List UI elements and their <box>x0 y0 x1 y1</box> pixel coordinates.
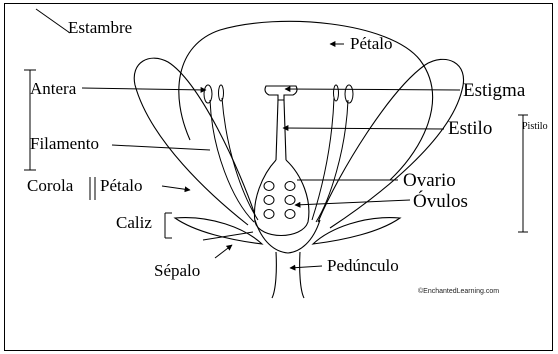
label-petalo-corola: Pétalo <box>100 176 143 195</box>
label-estambre: Estambre <box>68 18 132 37</box>
left-sepal <box>175 218 262 244</box>
label-pedunculo: Pedúnculo <box>327 256 399 275</box>
credit-text: ©EnchantedLearning.com <box>418 287 499 295</box>
receptacle <box>255 220 320 253</box>
left-petal <box>134 58 255 225</box>
ovules <box>264 182 295 219</box>
stigma <box>265 86 297 100</box>
label-antera: Antera <box>30 79 77 98</box>
label-caliz: Caliz <box>116 213 152 232</box>
style <box>276 100 278 160</box>
label-pistilo: Pistilo <box>522 121 548 132</box>
stem <box>272 252 276 298</box>
label-petalo-top: Pétalo <box>350 34 393 53</box>
label-estilo: Estilo <box>448 118 492 139</box>
label-estigma: Estigma <box>463 80 526 101</box>
style <box>284 100 286 160</box>
label-ovario: Ovario <box>403 170 456 191</box>
ovary <box>254 160 308 236</box>
stamens <box>204 85 353 222</box>
right-sepal <box>313 218 400 244</box>
label-sepalo: Sépalo <box>154 261 200 280</box>
top-petal <box>179 21 433 180</box>
stem <box>300 252 304 298</box>
label-ovulos: Óvulos <box>413 190 468 212</box>
label-corola: Corola <box>27 176 74 195</box>
pointer-lines <box>36 9 460 268</box>
label-filamento: Filamento <box>30 134 99 153</box>
